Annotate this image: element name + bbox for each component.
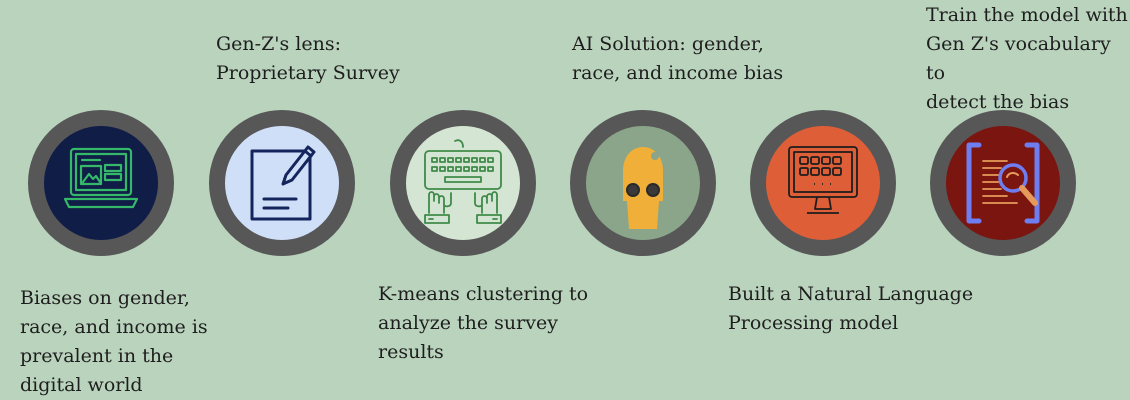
step-6-circle xyxy=(930,110,1076,256)
magnifier-text-icon xyxy=(966,142,1040,224)
step-5-caption: Built a Natural Language Processing mode… xyxy=(728,283,974,334)
keyboard-typing-icon xyxy=(424,139,502,224)
step-3-circle xyxy=(390,110,536,256)
step-5-circle xyxy=(750,110,896,256)
computer-monitor-icon xyxy=(788,146,858,214)
step-4-circle xyxy=(570,110,716,256)
step-4-caption: AI Solution: gender, race, and income bi… xyxy=(572,33,784,84)
laptop-icon xyxy=(63,147,139,209)
robot-head-icon xyxy=(623,147,663,229)
survey-document-icon xyxy=(250,145,316,221)
step-1-caption: Biases on gender, race, and income is pr… xyxy=(20,287,208,396)
step-1-circle xyxy=(28,110,174,256)
step-2-circle xyxy=(209,110,355,256)
step-6-caption: Train the model with Gen Z's vocabulary … xyxy=(926,4,1128,113)
step-3-caption: K-means clustering to analyze the survey… xyxy=(378,283,589,363)
step-2-caption: Gen-Z's lens: Proprietary Survey xyxy=(216,33,400,84)
